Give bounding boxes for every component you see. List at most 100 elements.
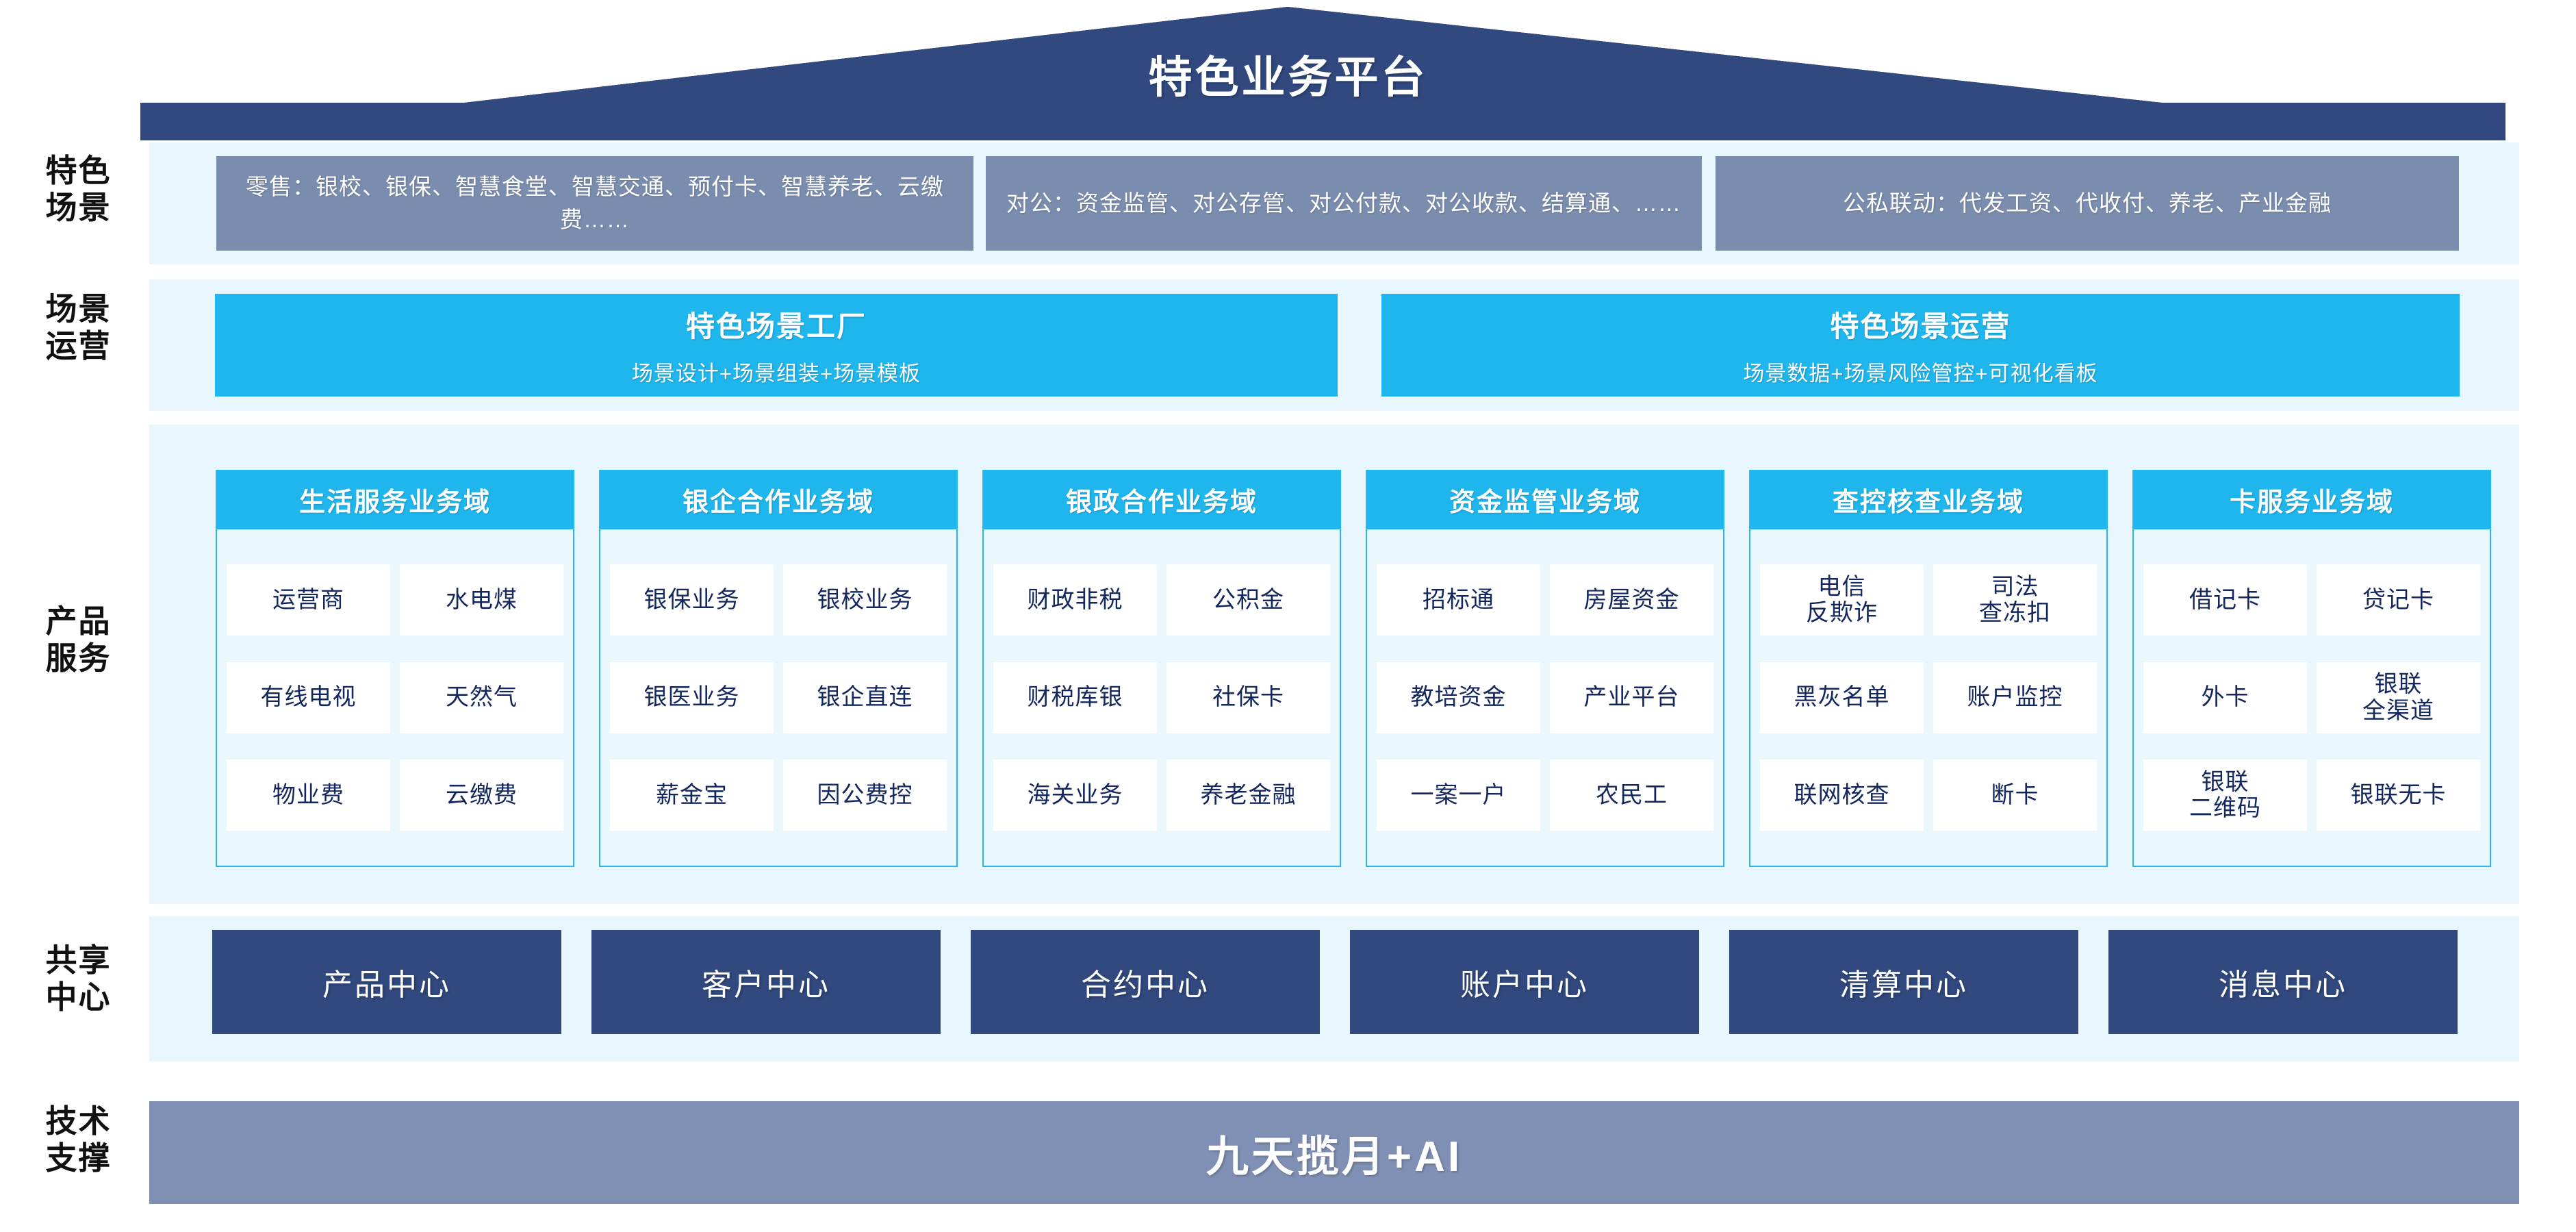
domain-body-bank-government: 财政非税 公积金 财税库银 社保卡 海关业务 养老金融 (984, 529, 1340, 866)
domain-body-life-service: 运营商 水电煤 有线电视 天然气 物业费 云缴费 (217, 529, 573, 866)
shared-center-account[interactable]: 账户中心 (1350, 930, 1699, 1034)
shared-center-product[interactable]: 产品中心 (212, 930, 561, 1034)
domain-title-bank-government: 银政合作业务域 (984, 471, 1340, 529)
ops-factory-title: 特色场景工厂 (685, 310, 867, 342)
domain-item[interactable]: 薪金宝 (610, 759, 774, 831)
domain-row: 财税库银 社保卡 (993, 662, 1330, 733)
domain-item[interactable]: 社保卡 (1166, 662, 1330, 733)
domain-row: 教培资金 产业平台 (1377, 662, 1713, 733)
domain-row: 物业费 云缴费 (227, 759, 563, 831)
domain-row: 银联 二维码 银联无卡 (2143, 759, 2480, 831)
domain-item[interactable]: 招标通 (1377, 564, 1540, 636)
ops-operation-subtitle: 场景数据+场景风险管控+可视化看板 (1743, 362, 2098, 386)
domain-row: 银医业务 银企直连 (610, 662, 947, 733)
domain-item[interactable]: 一案一户 (1377, 759, 1540, 831)
domain-row: 有线电视 天然气 (227, 662, 563, 733)
page-title: 特色业务平台 (1148, 53, 1428, 102)
shared-center-message[interactable]: 消息中心 (2108, 930, 2458, 1034)
domain-col-bank-government[interactable]: 银政合作业务域 财政非税 公积金 财税库银 社保卡 海关业务 养老金融 (982, 470, 1341, 867)
ops-box-scene-factory[interactable]: 特色场景工厂 场景设计+场景组装+场景模板 (215, 294, 1338, 397)
domain-item[interactable]: 海关业务 (993, 759, 1157, 831)
domain-body-fund-supervision: 招标通 房屋资金 教培资金 产业平台 一案一户 农民工 (1367, 529, 1723, 866)
product-band: 生活服务业务域 运营商 水电煤 有线电视 天然气 物业费 云缴费 银企合作业务域 (149, 425, 2519, 904)
domain-title-life-service: 生活服务业务域 (217, 471, 573, 529)
domain-item[interactable]: 银联无卡 (2317, 759, 2480, 831)
domain-col-card-service[interactable]: 卡服务业务域 借记卡 贷记卡 外卡 银联 全渠道 银联 二维码 银联无卡 (2132, 470, 2491, 867)
domain-row: 联网核查 断卡 (1760, 759, 2097, 831)
domain-item[interactable]: 银联 二维码 (2143, 759, 2307, 831)
domain-row: 招标通 房屋资金 (1377, 564, 1713, 636)
domain-col-life-service[interactable]: 生活服务业务域 运营商 水电煤 有线电视 天然气 物业费 云缴费 (216, 470, 574, 867)
domain-row: 借记卡 贷记卡 (2143, 564, 2480, 636)
sidebar-item-shared-center: 共享 中心 (45, 942, 112, 1016)
domain-item[interactable]: 账户监控 (1933, 662, 2097, 733)
shared-center-settlement[interactable]: 清算中心 (1729, 930, 2078, 1034)
sidebar-item-special-scene: 特色 场景 (45, 153, 112, 226)
domain-item[interactable]: 司法 查冻扣 (1933, 564, 2097, 636)
sidebar-item-scene-operation: 场景 运营 (45, 291, 112, 364)
scene-box-corporate[interactable]: 对公：资金监管、对公存管、对公付款、对公收款、结算通、…… (986, 156, 1702, 251)
domain-item[interactable]: 水电煤 (400, 564, 563, 636)
scene-band: 零售：银校、银保、智慧食堂、智慧交通、预付卡、智慧养老、云缴费…… 对公：资金监… (149, 142, 2519, 264)
domain-item[interactable]: 外卡 (2143, 662, 2307, 733)
domain-body-card-service: 借记卡 贷记卡 外卡 银联 全渠道 银联 二维码 银联无卡 (2134, 529, 2490, 866)
shared-center-band: 产品中心 客户中心 合约中心 账户中心 清算中心 消息中心 (149, 916, 2519, 1061)
domain-row: 运营商 水电煤 (227, 564, 563, 636)
domain-row: 财政非税 公积金 (993, 564, 1330, 636)
domain-item[interactable]: 银医业务 (610, 662, 774, 733)
domain-item[interactable]: 断卡 (1933, 759, 2097, 831)
domain-item[interactable]: 物业费 (227, 759, 390, 831)
ops-factory-subtitle: 场景设计+场景组装+场景模板 (631, 362, 921, 386)
shared-center-contract[interactable]: 合约中心 (971, 930, 1320, 1034)
domain-title-fund-supervision: 资金监管业务域 (1367, 471, 1723, 529)
domain-item[interactable]: 联网核查 (1760, 759, 1924, 831)
domain-col-fund-supervision[interactable]: 资金监管业务域 招标通 房屋资金 教培资金 产业平台 一案一户 农民工 (1366, 470, 1724, 867)
ops-box-scene-operation[interactable]: 特色场景运营 场景数据+场景风险管控+可视化看板 (1381, 294, 2460, 397)
domain-row: 海关业务 养老金融 (993, 759, 1330, 831)
ops-operation-title: 特色场景运营 (1830, 310, 2011, 342)
domain-item[interactable]: 农民工 (1550, 759, 1713, 831)
domain-item[interactable]: 产业平台 (1550, 662, 1713, 733)
domain-item[interactable]: 财政非税 (993, 564, 1157, 636)
domain-body-bank-enterprise: 银保业务 银校业务 银医业务 银企直连 薪金宝 因公费控 (600, 529, 956, 866)
domain-col-bank-enterprise[interactable]: 银企合作业务域 银保业务 银校业务 银医业务 银企直连 薪金宝 因公费控 (599, 470, 958, 867)
sidebar-item-product-service: 产品 服务 (45, 603, 112, 677)
domain-item[interactable]: 银校业务 (783, 564, 947, 636)
domain-item[interactable]: 养老金融 (1166, 759, 1330, 831)
domain-row: 一案一户 农民工 (1377, 759, 1713, 831)
domain-item[interactable]: 财税库银 (993, 662, 1157, 733)
domain-title-bank-enterprise: 银企合作业务域 (600, 471, 956, 529)
domain-item[interactable]: 因公费控 (783, 759, 947, 831)
domain-row: 薪金宝 因公费控 (610, 759, 947, 831)
roof-shape (140, 7, 2505, 140)
domain-row: 黑灰名单 账户监控 (1760, 662, 2097, 733)
scene-box-public-private[interactable]: 公私联动：代发工资、代收付、养老、产业金融 (1716, 156, 2459, 251)
domain-col-investigation[interactable]: 查控核查业务域 电信 反欺诈 司法 查冻扣 黑灰名单 账户监控 联网核查 断卡 (1749, 470, 2108, 867)
domain-item[interactable]: 房屋资金 (1550, 564, 1713, 636)
domain-title-investigation: 查控核查业务域 (1750, 471, 2106, 529)
domain-item[interactable]: 黑灰名单 (1760, 662, 1924, 733)
domain-body-investigation: 电信 反欺诈 司法 查冻扣 黑灰名单 账户监控 联网核查 断卡 (1750, 529, 2106, 866)
tech-support-bar[interactable]: 九天揽月+AI (149, 1101, 2519, 1204)
roof-banner: 特色业务平台 (0, 0, 2576, 140)
domain-item[interactable]: 有线电视 (227, 662, 390, 733)
sidebar-item-tech-support: 技术 支撑 (45, 1103, 112, 1177)
domain-item[interactable]: 电信 反欺诈 (1760, 564, 1924, 636)
domain-item[interactable]: 运营商 (227, 564, 390, 636)
domain-item[interactable]: 借记卡 (2143, 564, 2307, 636)
domain-item[interactable]: 天然气 (400, 662, 563, 733)
domain-item[interactable]: 教培资金 (1377, 662, 1540, 733)
domain-item[interactable]: 公积金 (1166, 564, 1330, 636)
domain-title-card-service: 卡服务业务域 (2134, 471, 2490, 529)
domain-row: 银保业务 银校业务 (610, 564, 947, 636)
shared-center-customer[interactable]: 客户中心 (591, 930, 941, 1034)
scene-box-retail[interactable]: 零售：银校、银保、智慧食堂、智慧交通、预付卡、智慧养老、云缴费…… (216, 156, 973, 251)
domain-item[interactable]: 银企直连 (783, 662, 947, 733)
scene-row: 零售：银校、银保、智慧食堂、智慧交通、预付卡、智慧养老、云缴费…… 对公：资金监… (149, 142, 2519, 264)
domain-item[interactable]: 银联 全渠道 (2317, 662, 2480, 733)
domain-item[interactable]: 贷记卡 (2317, 564, 2480, 636)
domain-row: 外卡 银联 全渠道 (2143, 662, 2480, 733)
domain-item[interactable]: 银保业务 (610, 564, 774, 636)
domain-item[interactable]: 云缴费 (400, 759, 563, 831)
